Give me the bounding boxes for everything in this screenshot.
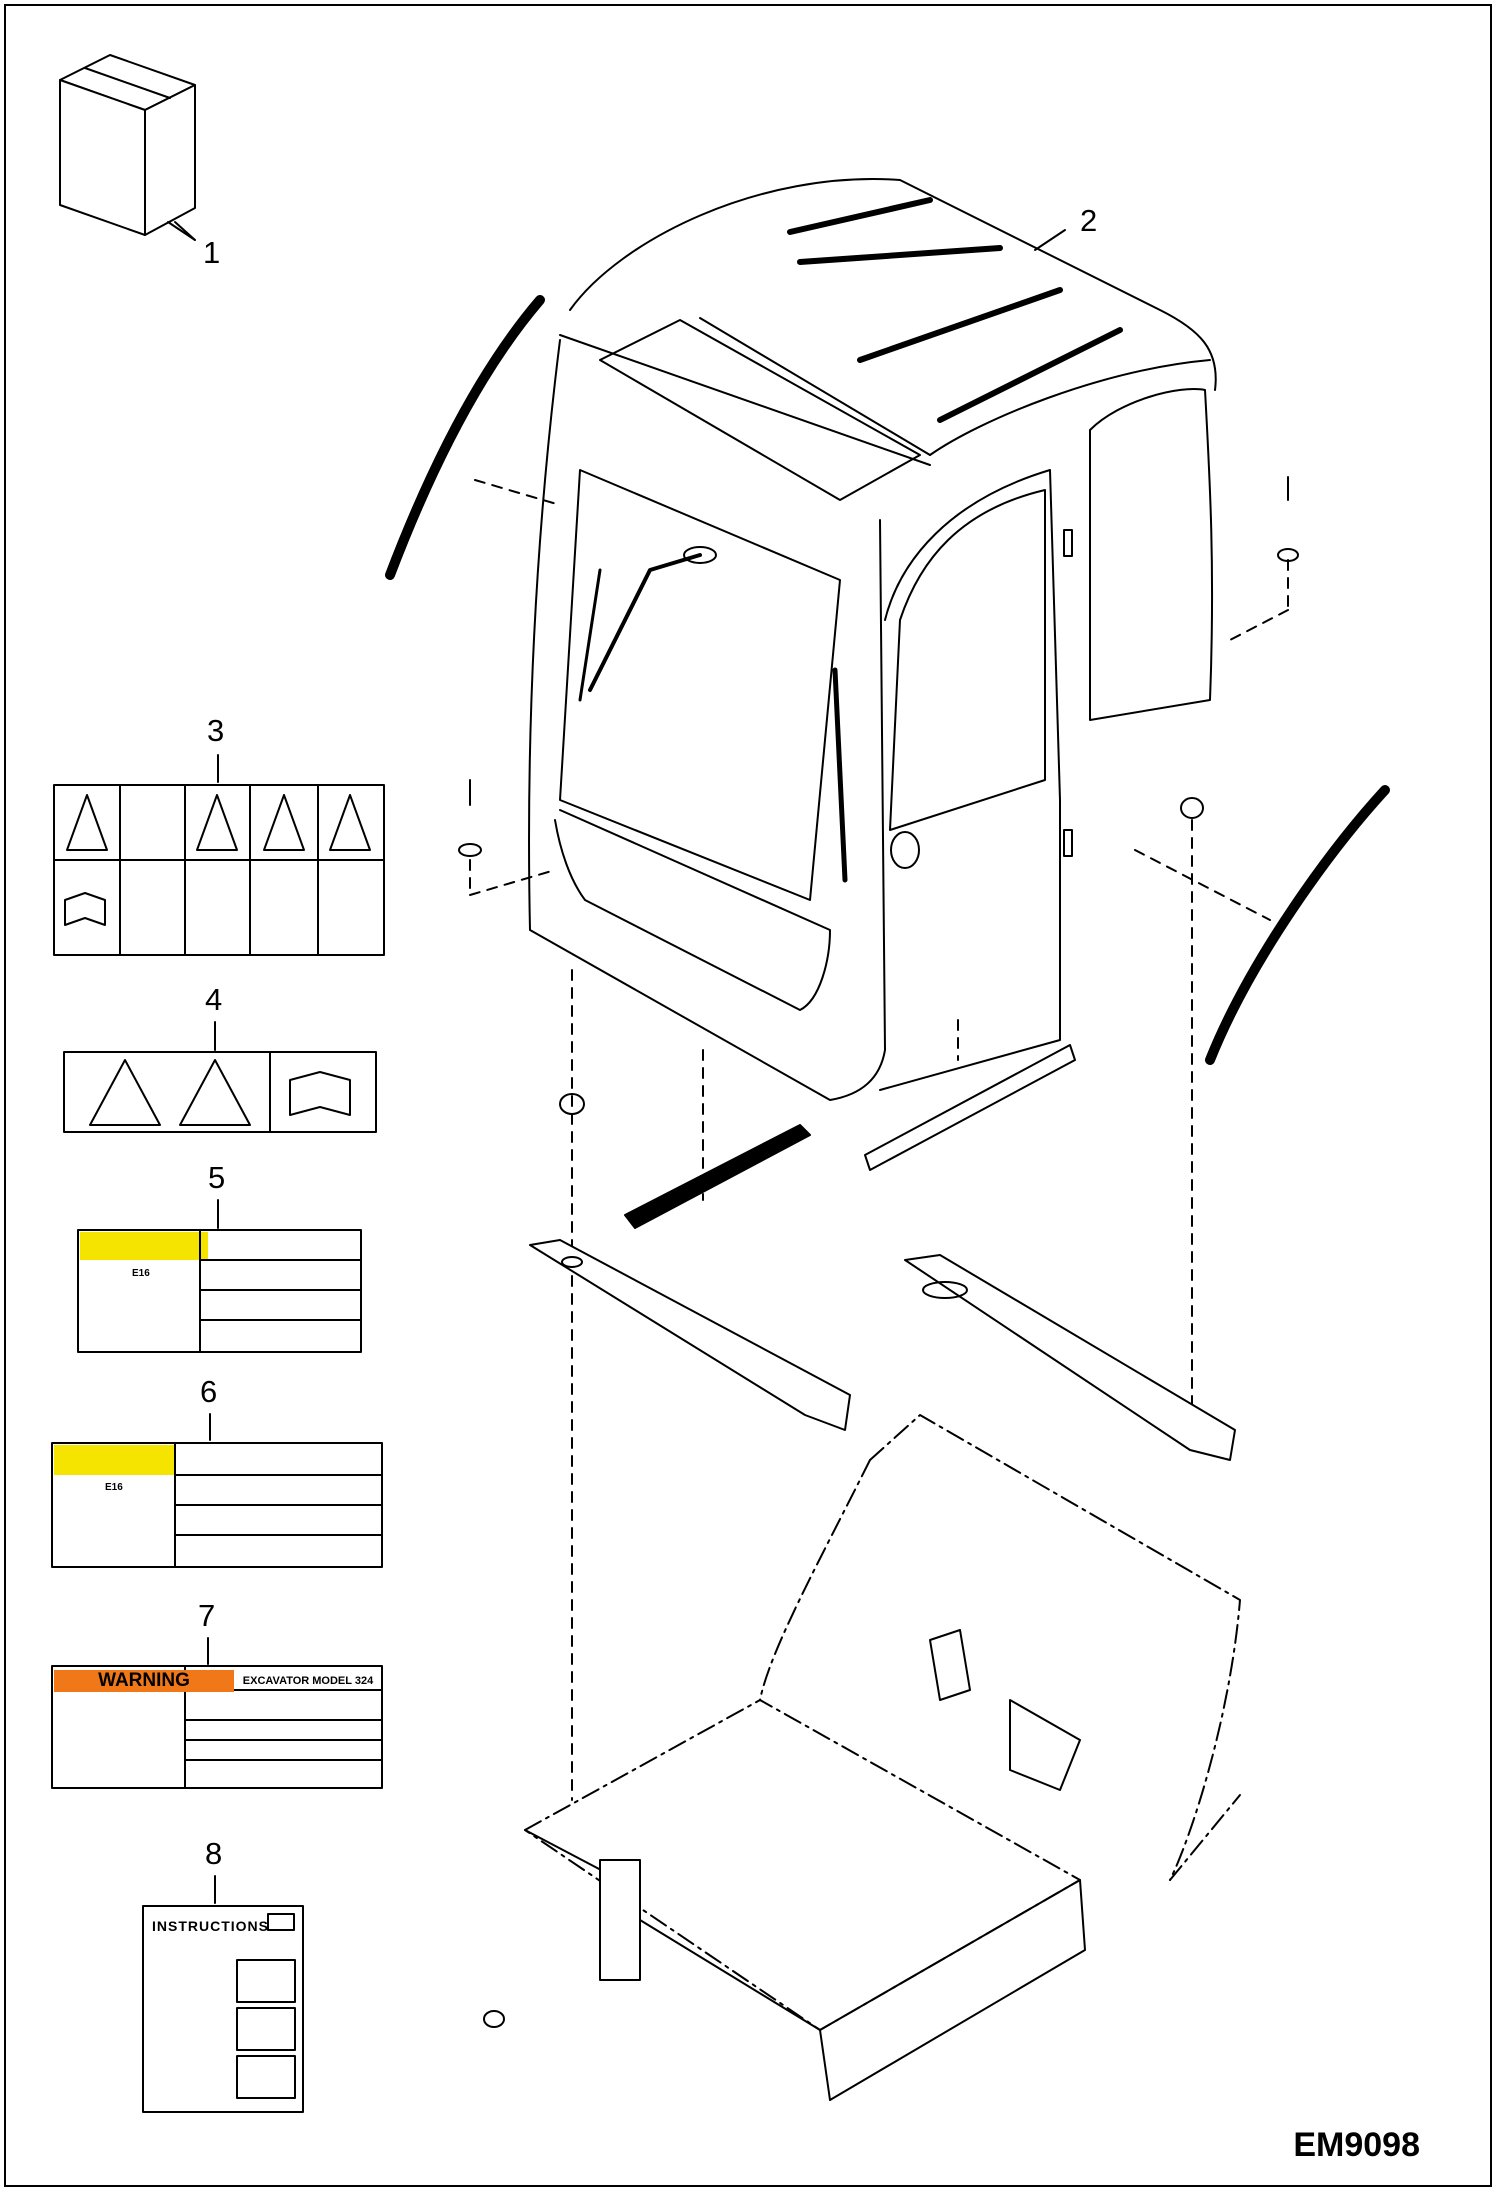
callout-6: 6: [200, 1374, 218, 1409]
callout-2: 2: [1080, 203, 1098, 238]
cab-assembly: [528, 178, 1217, 1101]
lower-frame: [524, 1629, 1086, 2101]
seal-strips: [529, 1044, 1236, 1461]
drawing-frame: [4, 4, 1492, 2187]
right-seal: [1205, 785, 1390, 1065]
callout-8: 8: [205, 1836, 223, 1871]
assembly-leaders: [469, 479, 1289, 1801]
decal-3: [53, 784, 385, 956]
instructions-manual: [142, 1905, 304, 2113]
left-seal: [385, 295, 545, 580]
kit-box: [59, 54, 196, 241]
fastener-set: [458, 476, 1299, 2028]
callout-4: 4: [205, 982, 223, 1017]
callout-1: 1: [203, 235, 221, 270]
decal-5: [77, 1229, 362, 1353]
warning-header: WARNING: [54, 1670, 234, 1692]
callout-7: 7: [198, 1598, 216, 1633]
callout-3: 3: [207, 713, 225, 748]
instructions-title: INSTRUCTIONS: [152, 1918, 269, 1934]
callout-5: 5: [208, 1160, 226, 1195]
decal-4: [63, 1051, 377, 1133]
drawing-code: EM9098: [1293, 2126, 1420, 2164]
decal-6-e16: E16: [105, 1482, 123, 1493]
decal-6: [51, 1442, 383, 1568]
excavator-model-label: EXCAVATOR MODEL 324: [242, 1675, 374, 1687]
callout-leaders: [174, 221, 1066, 1904]
decal-5-e16: E16: [132, 1268, 150, 1279]
